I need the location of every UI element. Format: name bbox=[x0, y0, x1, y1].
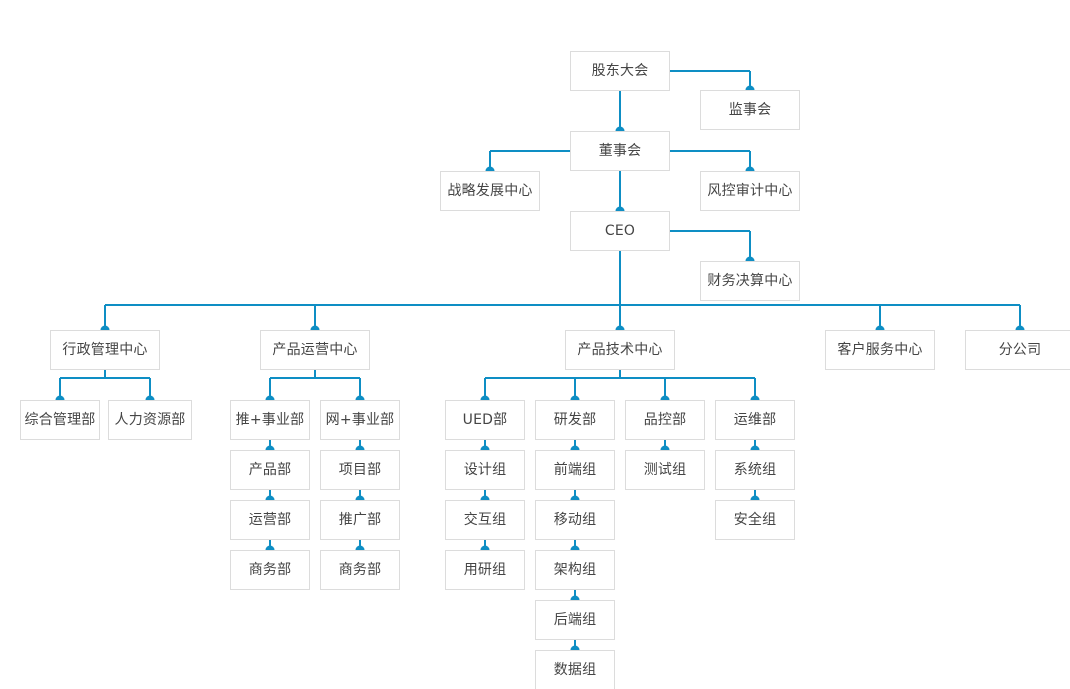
org-node[interactable]: 产品部 bbox=[230, 450, 310, 490]
org-node[interactable]: 股东大会 bbox=[570, 51, 670, 91]
org-node[interactable]: 品控部 bbox=[625, 400, 705, 440]
org-node[interactable]: 监事会 bbox=[700, 90, 800, 130]
org-node[interactable]: 项目部 bbox=[320, 450, 400, 490]
org-node[interactable]: 商务部 bbox=[320, 550, 400, 590]
org-node-label: UED部 bbox=[462, 412, 508, 428]
org-node[interactable]: 用研组 bbox=[445, 550, 525, 590]
org-node-label: 后端组 bbox=[553, 612, 597, 628]
org-node-label: 项目部 bbox=[338, 462, 382, 478]
org-node[interactable]: 架构组 bbox=[535, 550, 615, 590]
org-node[interactable]: 交互组 bbox=[445, 500, 525, 540]
org-node[interactable]: 数据组 bbox=[535, 650, 615, 689]
org-node[interactable]: 研发部 bbox=[535, 400, 615, 440]
org-node-label: 交互组 bbox=[463, 512, 507, 528]
org-node[interactable]: 商务部 bbox=[230, 550, 310, 590]
org-node-label: CEO bbox=[604, 223, 636, 239]
org-node[interactable]: CEO bbox=[570, 211, 670, 251]
org-node-label: 设计组 bbox=[463, 462, 507, 478]
org-node-label: 人力资源部 bbox=[114, 412, 186, 428]
org-node[interactable]: 测试组 bbox=[625, 450, 705, 490]
org-node[interactable]: 产品技术中心 bbox=[565, 330, 675, 370]
org-node-label: 商务部 bbox=[248, 562, 292, 578]
org-node[interactable]: 移动组 bbox=[535, 500, 615, 540]
org-node[interactable]: 产品运营中心 bbox=[260, 330, 370, 370]
org-node[interactable]: 行政管理中心 bbox=[50, 330, 160, 370]
org-node-label: 产品技术中心 bbox=[577, 342, 663, 358]
org-node-label: 运营部 bbox=[248, 512, 292, 528]
org-node-label: 研发部 bbox=[553, 412, 597, 428]
org-node[interactable]: 系统组 bbox=[715, 450, 795, 490]
org-node[interactable]: 推+事业部 bbox=[230, 400, 310, 440]
org-node-label: 系统组 bbox=[733, 462, 777, 478]
org-node[interactable]: 财务决算中心 bbox=[700, 261, 800, 301]
org-node[interactable]: 人力资源部 bbox=[108, 400, 192, 440]
org-node-label: 品控部 bbox=[643, 412, 687, 428]
org-node-label: 运维部 bbox=[733, 412, 777, 428]
org-node-label: 安全组 bbox=[733, 512, 777, 528]
org-node[interactable]: 安全组 bbox=[715, 500, 795, 540]
org-node-label: 前端组 bbox=[553, 462, 597, 478]
org-node[interactable]: 推广部 bbox=[320, 500, 400, 540]
org-node-label: 综合管理部 bbox=[24, 412, 96, 428]
org-node-label: 董事会 bbox=[598, 143, 642, 159]
org-node[interactable]: 网+事业部 bbox=[320, 400, 400, 440]
org-node[interactable]: 前端组 bbox=[535, 450, 615, 490]
org-node-label: 客户服务中心 bbox=[837, 342, 923, 358]
org-node-label: 产品运营中心 bbox=[272, 342, 358, 358]
org-node-label: 财务决算中心 bbox=[707, 273, 793, 289]
org-node[interactable]: 后端组 bbox=[535, 600, 615, 640]
org-node[interactable]: UED部 bbox=[445, 400, 525, 440]
org-node-label: 分公司 bbox=[998, 342, 1042, 358]
org-node-label: 产品部 bbox=[248, 462, 292, 478]
org-node-label: 监事会 bbox=[728, 102, 772, 118]
org-node-label: 商务部 bbox=[338, 562, 382, 578]
org-node[interactable]: 战略发展中心 bbox=[440, 171, 540, 211]
org-node[interactable]: 运维部 bbox=[715, 400, 795, 440]
org-node-label: 推广部 bbox=[338, 512, 382, 528]
org-node[interactable]: 客户服务中心 bbox=[825, 330, 935, 370]
org-node[interactable]: 分公司 bbox=[965, 330, 1070, 370]
org-node-label: 用研组 bbox=[463, 562, 507, 578]
org-node-label: 战略发展中心 bbox=[447, 183, 533, 199]
org-node-label: 推+事业部 bbox=[235, 412, 305, 428]
org-node[interactable]: 运营部 bbox=[230, 500, 310, 540]
org-node-label: 网+事业部 bbox=[325, 412, 395, 428]
org-node[interactable]: 综合管理部 bbox=[20, 400, 100, 440]
org-node-label: 风控审计中心 bbox=[707, 183, 793, 199]
org-node-label: 股东大会 bbox=[591, 63, 649, 79]
org-node-label: 架构组 bbox=[553, 562, 597, 578]
org-node-label: 行政管理中心 bbox=[62, 342, 148, 358]
org-node[interactable]: 设计组 bbox=[445, 450, 525, 490]
org-node-label: 测试组 bbox=[643, 462, 687, 478]
org-node[interactable]: 风控审计中心 bbox=[700, 171, 800, 211]
org-node-label: 数据组 bbox=[553, 662, 597, 678]
org-node[interactable]: 董事会 bbox=[570, 131, 670, 171]
org-node-label: 移动组 bbox=[553, 512, 597, 528]
